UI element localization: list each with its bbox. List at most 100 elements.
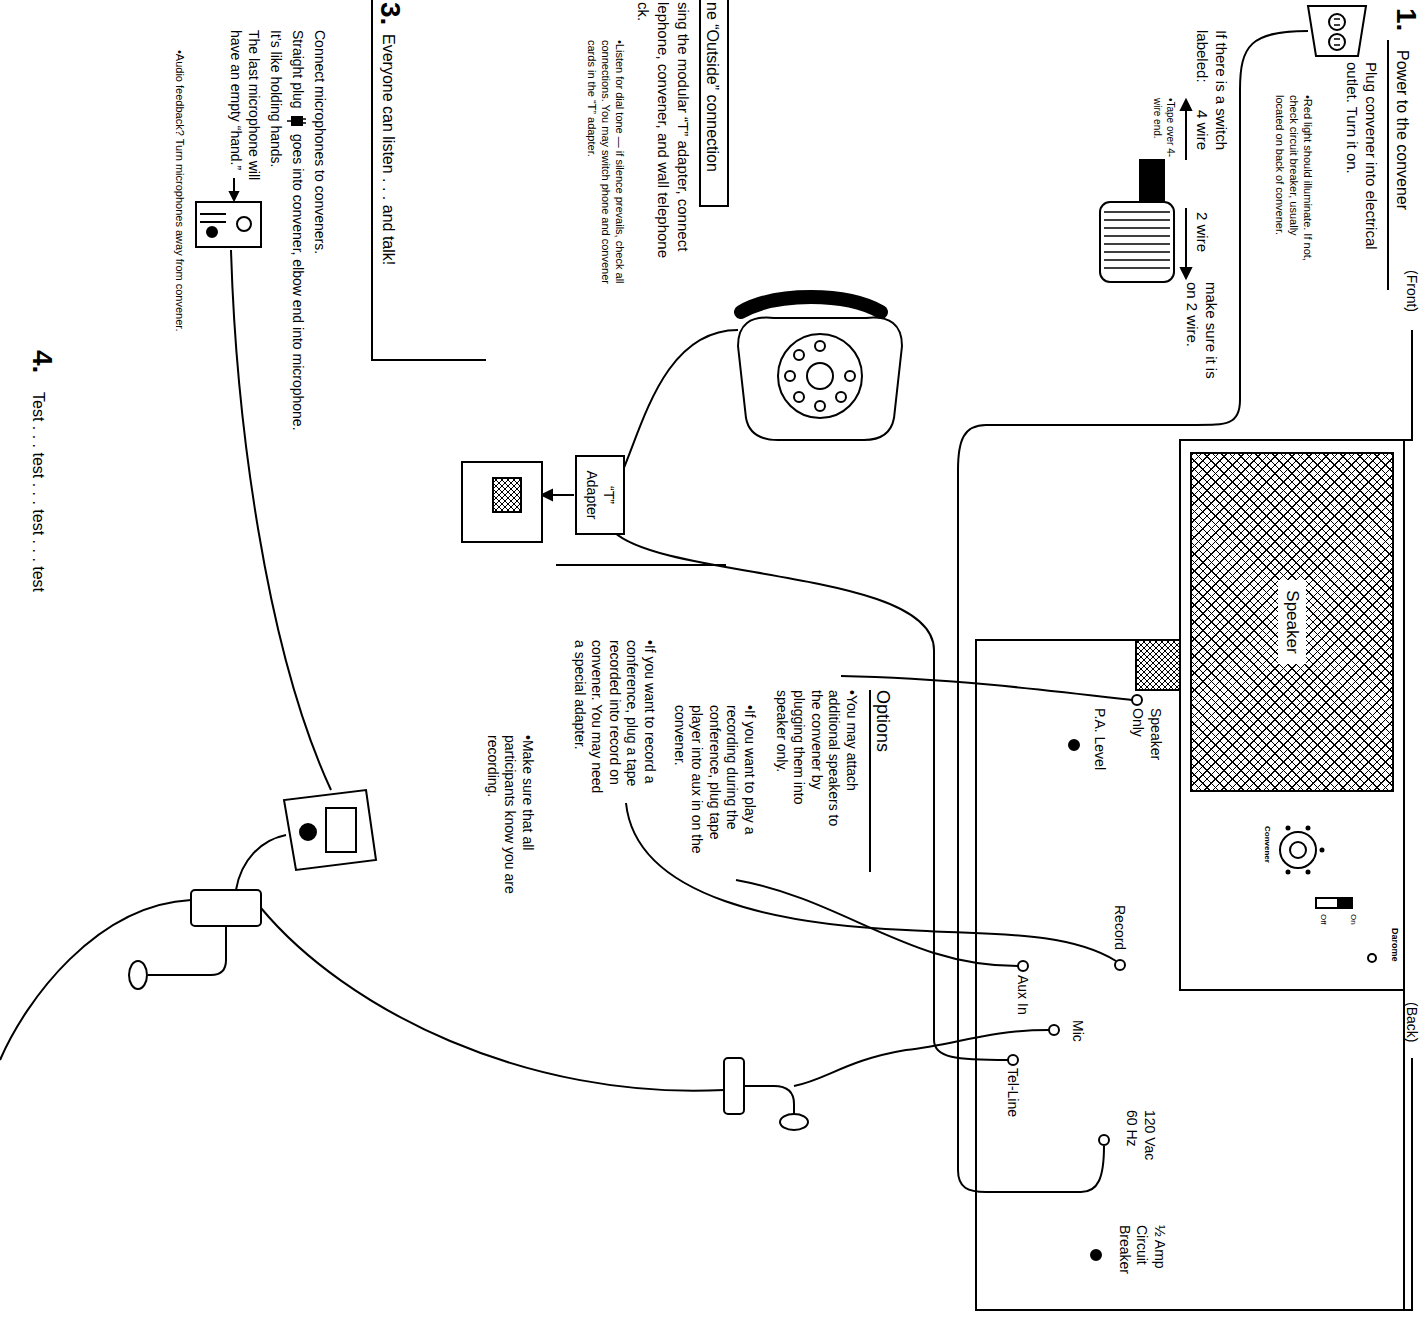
adapter-box: “T” Adapter	[575, 455, 625, 535]
telephone	[815, 401, 825, 411]
jack	[1008, 695, 1142, 1260]
wall-jack	[462, 462, 574, 542]
telephone	[794, 392, 804, 402]
front-controls	[1280, 832, 1316, 868]
telephone	[623, 297, 902, 470]
wall-jack	[550, 494, 574, 496]
section-heading: Options	[872, 690, 895, 752]
jack	[1049, 1025, 1059, 1035]
mini-microphone	[207, 227, 217, 237]
wall-outlet	[1334, 19, 1340, 45]
jack-label: Tel-Line	[1004, 1068, 1022, 1117]
note-text: •Listen for dial tone — if silence preva…	[585, 40, 626, 312]
option-cable	[736, 880, 1018, 966]
step-text: If there is a switch labeled:	[1193, 30, 1231, 185]
wall-jack	[493, 478, 521, 512]
microphone	[191, 890, 261, 926]
telephone	[845, 371, 855, 381]
view-label: (Back)	[1403, 1002, 1421, 1042]
convener-housing	[1136, 640, 1180, 690]
wire-switch	[1140, 160, 1164, 202]
microphone	[284, 790, 376, 870]
telephone	[815, 341, 825, 351]
switch-arrow	[1185, 208, 1187, 272]
telephone	[836, 392, 846, 402]
microphone	[724, 1058, 744, 1114]
note-text: •Tape over 4-wire end.	[1151, 98, 1176, 160]
wire-switch	[1100, 202, 1174, 282]
heading-rule	[700, 0, 728, 206]
wall-outlet	[1308, 6, 1366, 56]
front-controls	[1316, 898, 1352, 908]
phone-line-cable	[614, 532, 1008, 1060]
heading-rule	[1387, 40, 1389, 290]
view-label: (Front)	[1403, 270, 1421, 312]
phone-line-cable	[614, 532, 1008, 1060]
option-text: •If you want to record a conference, plu…	[571, 640, 659, 795]
option-cable	[626, 676, 1132, 966]
switch-label: Off	[1318, 914, 1328, 925]
convener-housing	[1180, 440, 1404, 990]
microphone	[780, 1114, 808, 1130]
heading-rule	[556, 564, 726, 566]
mini-microphone	[237, 217, 251, 231]
microphone-cable	[231, 250, 331, 790]
jack	[1069, 740, 1079, 750]
switch-arrow	[1185, 106, 1187, 160]
step-text: Plug convener into electrical outlet. Tu…	[1343, 62, 1381, 267]
step-heading: Power to the convener	[1392, 50, 1412, 210]
step-heading: Everyone can listen . . . and talk!	[378, 34, 398, 265]
option-text: •Make sure that all participants know yo…	[484, 735, 537, 895]
wall-jack	[462, 462, 542, 542]
jack	[1008, 1055, 1018, 1065]
telephone	[807, 363, 833, 389]
brand-label: Darome	[1389, 928, 1400, 962]
step-text: Connect microphones to conveners.	[311, 30, 329, 254]
step-number: 3.	[373, 2, 408, 25]
front-controls	[1307, 871, 1310, 874]
front-controls	[1307, 827, 1310, 830]
microphone	[129, 961, 147, 989]
microphone	[326, 808, 356, 852]
step-heading: ne “Outside” connection	[702, 2, 722, 172]
plug-icon	[287, 119, 306, 123]
plug-icon	[287, 117, 306, 125]
mini-microphone	[196, 178, 261, 247]
microphone-cable	[0, 250, 1049, 1091]
mini-microphone	[200, 214, 226, 222]
switch-position: 4 wire	[1192, 110, 1211, 150]
telephone	[794, 350, 804, 360]
front-controls	[1321, 849, 1324, 852]
speaker-grille: Speaker	[1190, 452, 1394, 792]
jack	[1091, 1250, 1101, 1260]
option-text: •You may attach additional speakers to t…	[773, 690, 861, 835]
front-controls	[1368, 954, 1376, 962]
jack-label: P.A. Level	[1091, 708, 1109, 770]
node-text: “T” Adapter	[583, 465, 617, 525]
view-bracket	[1404, 330, 1412, 1310]
telephone	[778, 334, 862, 418]
heading-rule	[869, 690, 871, 872]
microphone-cable	[0, 900, 191, 1060]
switch-label: On	[1348, 914, 1358, 925]
wire-switch	[1104, 212, 1170, 268]
node-text: Speaker	[1278, 580, 1306, 663]
jack-label: 120 Vac 60 Hz	[1123, 1110, 1158, 1172]
microphone	[300, 824, 316, 840]
microphone	[744, 1086, 794, 1116]
wall-outlet	[1308, 6, 1366, 56]
switch-arrow	[1181, 268, 1191, 278]
step-text: sing the modular “T” adapter, connect	[673, 2, 692, 251]
switch-arrow	[1181, 100, 1191, 110]
telephone	[741, 297, 881, 312]
jack-label: Mic	[1069, 1020, 1087, 1042]
microphone	[148, 926, 226, 975]
wire-switch	[1100, 160, 1174, 282]
front-controls	[1287, 827, 1290, 830]
jack-label: ½ Amp Circuit Breaker	[1116, 1225, 1169, 1297]
wall-jack	[542, 490, 552, 500]
knob-label: Convener	[1262, 826, 1272, 863]
front-controls	[1290, 842, 1306, 858]
jack-label: Aux In	[1014, 975, 1032, 1015]
